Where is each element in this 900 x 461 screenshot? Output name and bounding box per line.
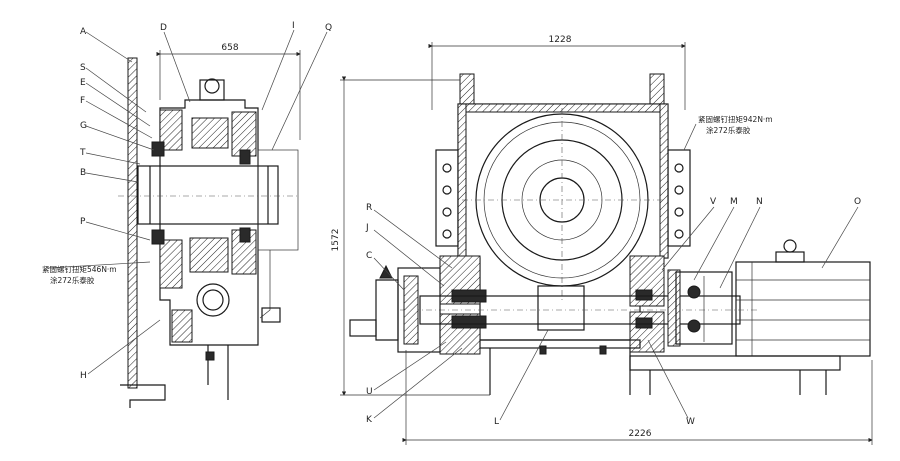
callout-O: O (854, 197, 861, 207)
side-housing-outline (159, 99, 259, 346)
callout-G: G (80, 121, 87, 131)
note-left-adhesive: 涂272乐泰胶 (50, 275, 95, 285)
callout-Q: Q (325, 23, 332, 33)
right-flange-bolts (674, 163, 684, 239)
side-view: 658 (118, 43, 301, 408)
callout-I: I (292, 21, 295, 31)
side-view-leaders (47, 29, 328, 375)
callout-R: R (366, 203, 372, 213)
front-view: 1228 (331, 35, 873, 445)
callout-W: W (686, 417, 695, 427)
dimension-width-left: 658 (221, 43, 238, 53)
coupling (675, 271, 733, 345)
note-left-torque: 紧固螺钉扭矩546N·m (42, 264, 117, 274)
callout-P: P (80, 217, 86, 227)
front-view-leaders (373, 123, 859, 421)
dimension-height-left: 1572 (331, 229, 341, 252)
callout-F: F (80, 96, 85, 106)
callout-V: V (710, 197, 717, 207)
dimension-width-bottom: 2226 (629, 429, 652, 439)
motor (735, 261, 871, 357)
output-shaft (137, 165, 279, 225)
callout-U: U (366, 387, 373, 397)
note-right-torque: 紧固螺钉扭矩942N·m (698, 114, 773, 124)
callout-E: E (80, 78, 86, 88)
side-view-callouts: A S E F G T B P H D I Q 紧固螺钉扭矩546N·m 涂27… (42, 21, 332, 381)
callout-M: M (730, 197, 738, 207)
note-right-adhesive: 涂272乐泰胶 (706, 125, 751, 135)
callout-A: A (80, 27, 87, 37)
mounting-plate (127, 57, 138, 389)
callout-K: K (366, 415, 373, 425)
callout-D: D (160, 23, 167, 33)
callout-J: J (365, 223, 369, 233)
pinion-gear (537, 285, 585, 331)
callout-N: N (756, 197, 763, 207)
front-view-callouts: R J C U K L W V M N O 紧固螺钉扭矩942N·m 涂272乐… (365, 114, 861, 427)
callout-C: C (366, 251, 372, 261)
left-flange-bolts (442, 163, 452, 239)
lifting-eye (204, 78, 220, 94)
callout-L: L (494, 417, 499, 427)
base-frame (629, 355, 841, 371)
dimension-width-top: 1228 (549, 35, 572, 45)
callout-H: H (80, 371, 87, 381)
callout-B: B (80, 168, 86, 178)
callout-T: T (79, 148, 86, 158)
callout-S: S (80, 63, 86, 73)
